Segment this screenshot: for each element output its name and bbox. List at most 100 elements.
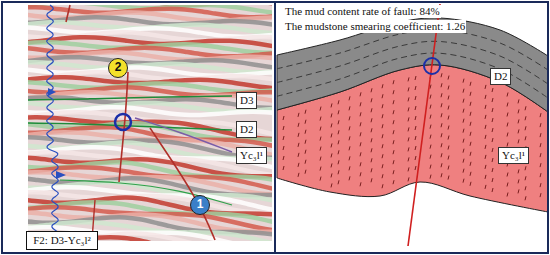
sandstone-symbol [360,142,361,146]
callout-number: 2 [108,58,128,78]
sandstone-symbol [338,130,339,134]
annotation-text: The mudstone smearing coefficient: 1.26 [284,20,466,33]
sandstone-symbol [492,88,493,92]
sandstone-symbol [298,163,299,167]
sandstone-symbol [518,169,519,173]
sandstone-symbol [430,165,431,169]
sandstone-symbol [408,177,409,181]
sandstone-symbol [349,136,350,140]
layer-label: Yc₃l¹ [498,147,529,164]
sandstone-symbol [349,176,350,180]
sandstone-symbol [470,162,471,166]
sandstone-symbol [507,93,508,97]
sandstone-symbol [540,173,541,177]
sandstone-symbol [448,76,449,80]
sandstone-symbol [492,178,493,182]
sandstone-symbol [518,179,519,183]
sandstone-symbol [305,140,306,144]
sandstone-symbol [525,176,526,180]
sandstone-symbol [485,175,486,179]
sandstone-symbol [382,174,383,178]
sandstone-symbol [463,139,464,143]
sandstone-symbol [371,108,372,112]
sandstone-symbol [518,109,519,113]
sandstone-symbol [485,95,486,99]
sandstone-symbol [470,142,471,146]
horizon-yc [135,118,232,152]
sandstone-symbol [338,100,339,104]
sandstone-symbol [430,125,431,129]
sandstone-symbol [507,123,508,127]
sandstone-symbol [507,103,508,107]
sandstone-symbol [320,137,321,141]
mudstone-layer [277,18,548,112]
sandstone-symbol [525,196,526,200]
sandstone-symbol [408,157,409,161]
sandstone-symbol [408,87,409,91]
fault-line [66,5,70,22]
sandstone-symbol [283,156,284,160]
sandstone-symbol [463,89,464,93]
sandstone-symbol [408,97,409,101]
sandstone-symbol [430,155,431,159]
sandstone-symbol [415,126,416,130]
sandstone-symbol [415,96,416,100]
sandstone-symbol [320,177,321,181]
sandstone-symbol [525,186,526,190]
sandstone-symbol [492,138,493,142]
sandstone-symbol [430,85,431,89]
sandstone-symbol [485,185,486,189]
sandstone-symbol [382,124,383,128]
sandstone-symbol [441,123,442,127]
sandstone-symbol [448,96,449,100]
sandstone-symbol [470,82,471,86]
sandstone-symbol [371,88,372,92]
sandstone-symbol [463,99,464,103]
sandstone-symbol [360,122,361,126]
sandstone-symbol [448,136,449,140]
sandstone-symbol [371,148,372,152]
sandstone-symbol [540,133,541,137]
sandstone-symbol [430,145,431,149]
seismic-section [28,5,272,241]
sandstone-symbol [415,116,416,120]
sandstone-symbol [393,110,394,114]
sandstone-symbol [492,168,493,172]
label-text: D3 [240,94,253,107]
sandstone-symbol [463,179,464,183]
sandstone-symbol [441,103,442,107]
sandstone-symbol [382,104,383,108]
sandstone-symbol [393,90,394,94]
sandstone-symbol [360,162,361,166]
sandstone-symbol [393,100,394,104]
sandstone-symbol [371,168,372,172]
sandstone-symbol [492,128,493,132]
fault-line [150,128,215,240]
sandstone-symbol [371,98,372,102]
outer-frame [2,2,548,253]
sandstone-symbol [430,105,431,109]
sandstone-symbol [540,193,541,197]
sandstone-symbol [320,117,321,121]
sandstone-symbol [283,126,284,130]
sandstone-symbol [338,160,339,164]
sandstone-symbol [448,156,449,160]
horizon-d3 [28,96,232,100]
figure-tag: F2: D3-Yc₃l² [26,231,98,250]
sandstone-symbol [525,136,526,140]
sandstone-symbol [305,130,306,134]
sandstone-symbol [331,103,332,107]
sandstone-symbol [320,147,321,151]
sandstone-symbol [540,183,541,187]
sandstone-symbol [448,166,449,170]
sandstone-symbol [448,146,449,150]
sandstone-symbol [430,135,431,139]
sandstone-symbol [382,114,383,118]
sandstone-symbol [430,95,431,99]
sandstone-symbol [305,120,306,124]
sandstone-symbol [283,166,284,170]
sandstone-symbol [382,154,383,158]
sandstone-symbol [540,153,541,157]
fault-line [408,4,440,246]
